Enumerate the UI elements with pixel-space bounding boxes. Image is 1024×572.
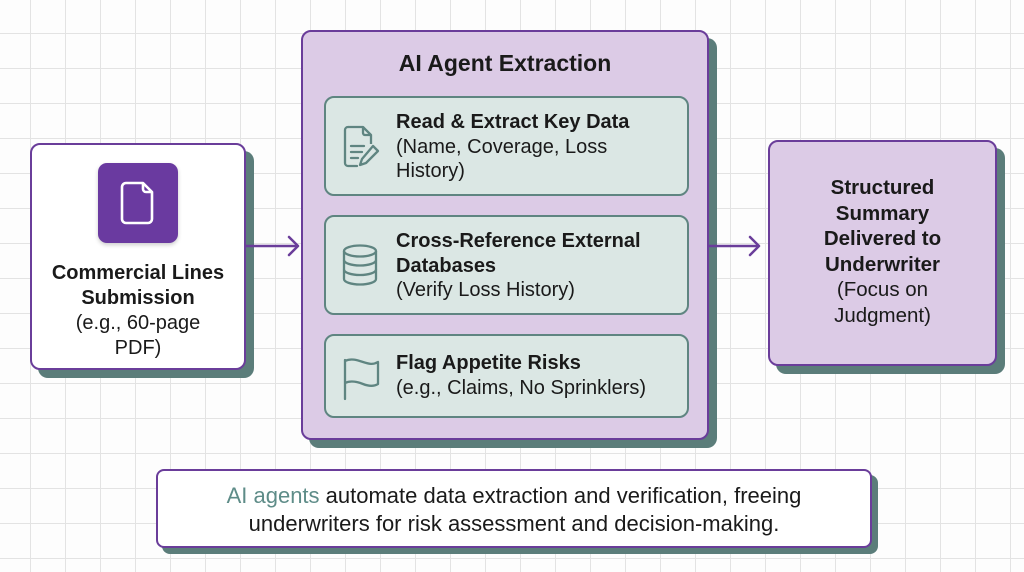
output-title-line: Underwriter	[824, 252, 941, 276]
output-title-line: Delivered to	[823, 227, 942, 250]
output-detail-line: Judgment)	[834, 303, 931, 327]
step-title: Read & Extract Key Data	[396, 111, 630, 133]
step-read-extract: Read & Extract Key Data (Name, Coverage,…	[324, 96, 689, 196]
note-text-rest: automate data extraction and verificatio…	[319, 483, 802, 508]
output-label: Structured Summary Delivered to Underwri…	[770, 175, 995, 328]
summary-note: AI agents automate data extraction and v…	[156, 469, 872, 548]
arrow-input-to-agent	[246, 235, 300, 257]
input-label: Commercial Lines Submission (e.g., 60-pa…	[32, 261, 244, 361]
step-flag-risks: Flag Appetite Risks (e.g., Claims, No Sp…	[324, 334, 689, 418]
input-detail-line2: PDF)	[114, 337, 162, 359]
agent-title: AI Agent Extraction	[398, 50, 612, 76]
step-title: Cross-Reference External Databases	[396, 230, 641, 277]
output-detail-line: (Focus on	[836, 278, 929, 301]
step-detail: (e.g., Claims, No Sprinklers)	[396, 376, 647, 399]
step-flag-risks-text: Flag Appetite Risks (e.g., Claims, No Sp…	[396, 351, 679, 400]
document-icon-tile	[98, 163, 178, 243]
flag-icon	[343, 358, 380, 401]
input-submission-card: Commercial Lines Submission (e.g., 60-pa…	[30, 143, 246, 370]
output-title-line: Summary	[835, 201, 930, 225]
step-title: Flag Appetite Risks	[396, 352, 581, 374]
step-detail: (Verify Loss History)	[396, 279, 575, 301]
input-title-line1: Commercial Lines	[51, 262, 225, 284]
database-icon	[342, 244, 378, 286]
step-cross-reference: Cross-Reference External Databases (Veri…	[324, 215, 689, 315]
document-icon	[120, 181, 154, 225]
output-summary-card: Structured Summary Delivered to Underwri…	[768, 140, 997, 366]
output-title-line: Structured	[830, 176, 935, 199]
arrow-agent-to-output	[709, 235, 761, 257]
input-title-line2: Submission	[81, 287, 195, 309]
document-edit-icon	[343, 125, 380, 168]
input-detail-line1: (e.g., 60-page	[75, 312, 201, 334]
summary-note-text: AI agents automate data extraction and v…	[158, 482, 870, 538]
step-cross-reference-text: Cross-Reference External Databases (Veri…	[396, 229, 679, 303]
agent-extraction-panel: AI Agent Extraction Read & Extract Key D…	[301, 30, 709, 440]
step-read-extract-text: Read & Extract Key Data (Name, Coverage,…	[396, 110, 679, 184]
step-detail: (Name, Coverage, Loss History)	[396, 135, 608, 183]
note-highlight: AI agents	[226, 483, 320, 508]
note-line2: underwriters for risk assessment and dec…	[248, 511, 780, 536]
